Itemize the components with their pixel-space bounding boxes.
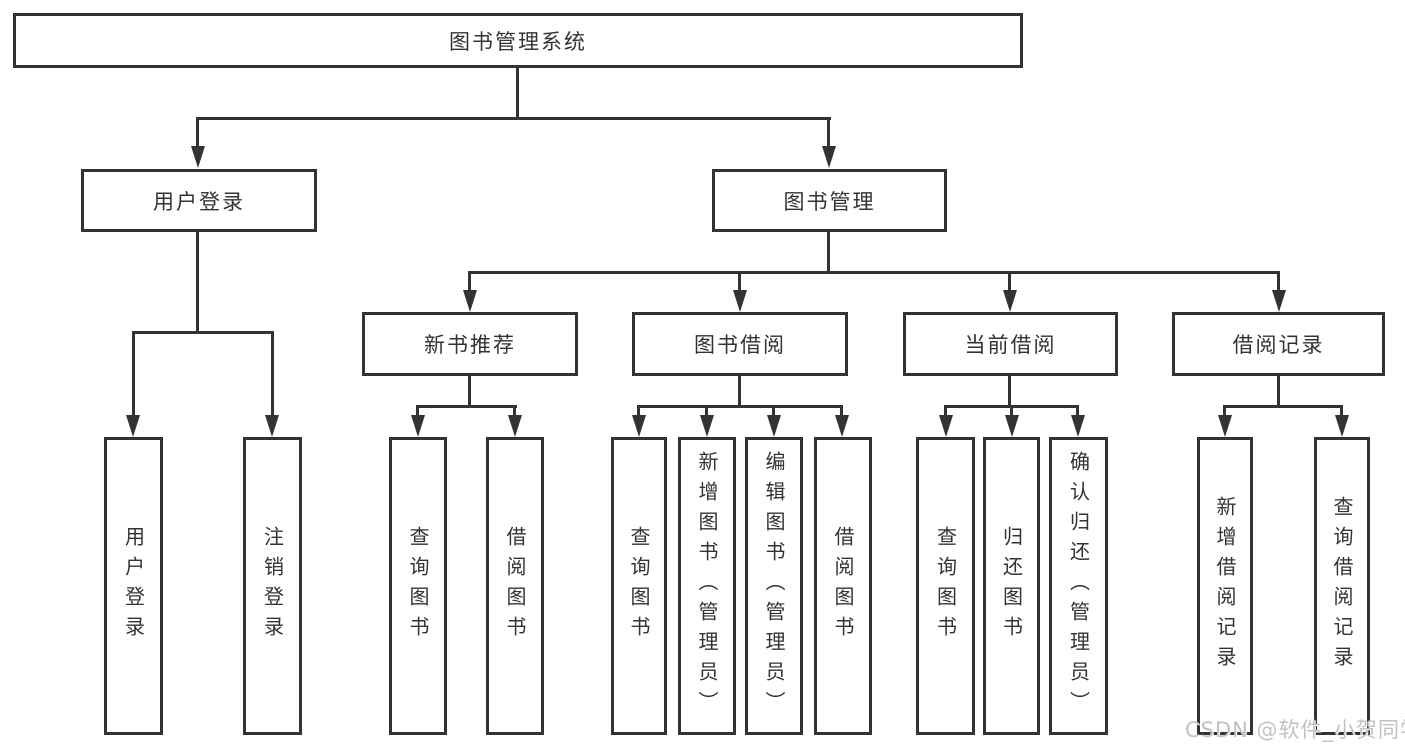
connector-user-login-drop (196, 232, 199, 333)
leaf-borrow-books-recommend: 借阅图书 (486, 437, 544, 735)
connector-borrowing-rail (637, 405, 843, 408)
leaf-borrow-books: 借阅图书 (814, 437, 872, 735)
connector-level3-rail (468, 271, 1280, 274)
arrow-down-borrowing (733, 290, 747, 312)
connector-stub-c4a (1223, 405, 1226, 417)
leaf-add-book-admin: 新增图书（管理员） (678, 437, 736, 735)
arrow-down-c2d (835, 415, 849, 437)
arrow-down-leaf-logout (265, 415, 279, 437)
leaf-query-books-borrow: 查询图书 (611, 437, 667, 735)
connector-current-drop (1008, 376, 1011, 407)
connector-stub-borrowing (738, 271, 741, 291)
leaf-add-borrow-record: 新增借阅记录 (1197, 437, 1253, 735)
leaf-user-login: 用户登录 (104, 437, 163, 735)
arrow-down-c2c (767, 415, 781, 437)
connector-level2-rail (196, 117, 831, 120)
leaf-query-books-current: 查询图书 (916, 437, 975, 735)
arrow-down-c1a (411, 415, 425, 437)
connector-recommend-rail (416, 405, 517, 408)
node-book-borrowing: 图书借阅 (632, 312, 848, 376)
arrow-down-c4a (1218, 415, 1232, 437)
connector-stub-book-management (827, 117, 830, 148)
arrow-down-c2b (700, 415, 714, 437)
arrow-down-book-management (822, 146, 836, 168)
connector-stub-leaf-login (132, 331, 135, 417)
connector-records-rail (1223, 405, 1343, 408)
connector-stub-user-login (196, 117, 199, 148)
connector-user-login-rail (132, 331, 274, 334)
connector-root-drop (516, 68, 519, 119)
leaf-return-books: 归还图书 (983, 437, 1040, 735)
connector-stub-c1b (513, 405, 516, 417)
connector-stub-leaf-logout (271, 331, 274, 417)
connector-records-drop (1277, 376, 1280, 407)
connector-stub-c2d (840, 405, 843, 417)
connector-stub-c3b (1010, 405, 1013, 417)
connector-stub-current (1008, 271, 1011, 291)
connector-stub-c2c (772, 405, 775, 417)
arrow-down-leaf-login (126, 415, 140, 437)
node-book-management: 图书管理 (712, 169, 947, 232)
arrow-down-c3a (939, 415, 953, 437)
connector-stub-c2b (705, 405, 708, 417)
connector-recommend-drop (468, 376, 471, 407)
leaf-logout: 注销登录 (243, 437, 302, 735)
connector-borrowing-drop (738, 376, 741, 407)
arrow-down-c1b (508, 415, 522, 437)
node-user-login: 用户登录 (81, 169, 317, 232)
arrow-down-c2a (632, 415, 646, 437)
arrow-down-c4b (1335, 415, 1349, 437)
connector-stub-c3c (1076, 405, 1079, 417)
connector-stub-records (1277, 271, 1280, 291)
connector-stub-c1a (416, 405, 419, 417)
connector-book-management-drop (827, 232, 830, 274)
connector-stub-recommend (468, 271, 471, 291)
connector-stub-c2a (637, 405, 640, 417)
arrow-down-records (1272, 290, 1286, 312)
leaf-edit-book-admin: 编辑图书（管理员） (745, 437, 803, 735)
arrow-down-c3c (1071, 415, 1085, 437)
connector-stub-c4b (1340, 405, 1343, 417)
node-current-borrowing: 当前借阅 (903, 312, 1118, 376)
arrow-down-user-login (191, 146, 205, 168)
leaf-confirm-return-admin: 确认归还（管理员） (1049, 437, 1108, 735)
arrow-down-c3b (1005, 415, 1019, 437)
node-borrowing-records: 借阅记录 (1172, 312, 1385, 376)
node-new-book-recommendation: 新书推荐 (362, 312, 578, 376)
leaf-query-borrow-record: 查询借阅记录 (1314, 437, 1370, 735)
watermark-text: CSDN @软件_小贺同学 (1185, 718, 1405, 742)
connector-stub-c3a (944, 405, 947, 417)
arrow-down-current (1003, 290, 1017, 312)
node-library-management-system: 图书管理系统 (13, 13, 1023, 68)
arrow-down-recommend (463, 290, 477, 312)
leaf-query-books-recommend: 查询图书 (389, 437, 447, 735)
